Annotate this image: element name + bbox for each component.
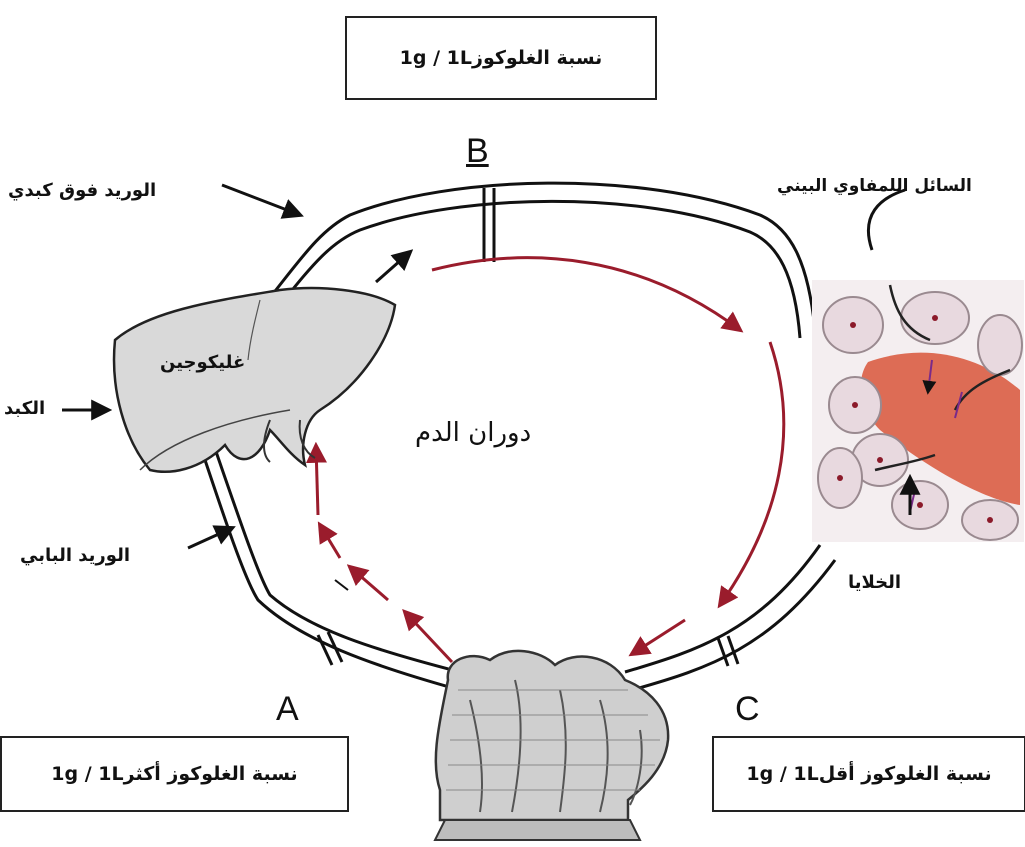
glucose-box-right: نسبة الغلوكوز أقل1g / 1L: [712, 736, 1025, 812]
vessel-mark-b: [484, 188, 494, 262]
label-hepatic-vein: الوريد فوق كبدي: [8, 180, 156, 201]
small-dash: [335, 580, 348, 590]
glucose-box-top-text: نسبة الغلوكوز1g / 1L: [400, 47, 603, 69]
letter-b: B: [466, 132, 489, 171]
portal-vein: [200, 440, 460, 690]
hepatic-vein-pointer: [222, 185, 300, 215]
glucose-box-top: نسبة الغلوكوز1g / 1L: [345, 16, 657, 100]
circulation-arrow-right: [720, 342, 784, 605]
glucose-box-right-text: نسبة الغلوكوز أقل1g / 1L: [746, 763, 991, 785]
liver-output-arrow: [376, 252, 410, 282]
label-glycogen: غليكوجين: [160, 352, 245, 373]
fluid-pointer: [868, 190, 905, 250]
liver-illustration: [114, 288, 395, 472]
glucose-box-left: نسبة الغلوكوز أكثر1g / 1L: [0, 736, 349, 812]
intestine-illustration: [435, 651, 668, 840]
label-liver: الكبد: [4, 398, 45, 419]
portal-vein-pointer: [188, 528, 232, 548]
glucose-box-left-text: نسبة الغلوكوز أكثر1g / 1L: [51, 763, 297, 785]
label-portal-vein: الوريد البابي: [20, 545, 130, 566]
tissue-illustration: [812, 280, 1024, 542]
label-blood-circulation: دوران الدم: [415, 418, 531, 448]
right-blood-vessel: [625, 545, 835, 690]
letter-c: C: [735, 690, 760, 729]
arrow-to-intestine: [632, 620, 685, 654]
label-interstitial-fluid: السائل اللمفاوي البيني: [777, 176, 972, 196]
circulation-arrow-top: [432, 258, 740, 330]
label-cells: الخلايا: [848, 572, 901, 593]
arrow-intestine-to-liver: [316, 446, 452, 662]
letter-a: A: [276, 690, 299, 729]
